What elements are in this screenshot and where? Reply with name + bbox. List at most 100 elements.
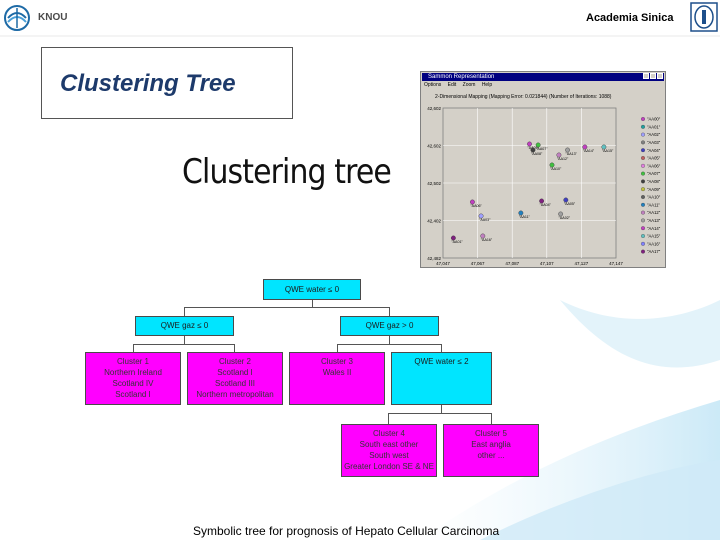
legend-marker [641,241,645,246]
data-point [535,142,541,148]
edge-left-child [184,336,185,344]
cluster-5: Cluster 5 East anglia other ... [443,424,539,477]
x-tick-label: 47,127 [575,261,589,266]
data-point [601,144,607,150]
edge-c2-down [234,344,235,352]
cluster-3-line-2: Wales II [322,368,352,377]
cluster-5-line-2: East anglia [471,440,511,449]
data-point [563,197,569,203]
cluster-2-line-1: Cluster 2 [218,357,251,366]
edge-right-child [389,336,390,344]
data-point-label: "AA02" [559,216,571,220]
legend-marker [641,132,645,137]
legend-label: "AA03" [647,140,661,145]
data-point-label: "AA05" [564,202,576,206]
legend-marker [641,179,645,184]
data-point-label: "AA06" [470,204,482,208]
data-point [556,152,562,158]
cluster-1-line-4: Scotland I [115,390,151,399]
x-tick-label: 47,047 [436,261,450,266]
data-point-label: "AA10" [550,167,562,171]
cluster-4-line-3: South west [369,451,409,460]
data-point [478,213,484,219]
edge-c4-down [388,413,389,424]
minimize-icon[interactable] [643,73,649,79]
legend-label: "AA08" [647,179,661,184]
data-point [527,141,532,147]
window-title: Sammon Representation [422,73,664,81]
legend-label: "AA14" [647,226,661,231]
y-tick-label: 42,602 [427,106,441,111]
cluster-4: Cluster 4 South east other South west Gr… [341,424,437,477]
data-point [450,235,456,241]
legend-marker [641,218,645,223]
menu-zoom[interactable]: Zoom [462,82,476,88]
cluster-1-line-2: Northern Ireland [104,368,162,377]
legend-label: "AA09" [647,187,661,192]
data-point-label: "AA16" [481,238,493,242]
legend-marker [641,140,645,145]
close-icon[interactable] [657,73,663,79]
y-tick-label: 42,602 [427,144,441,149]
legend-label: "AA12" [647,210,661,215]
node-left-label: QWE gaz ≤ 0 [160,321,209,330]
legend-label: "AA02" [647,132,661,137]
legend-label: "AA00" [647,117,661,122]
cluster-4-line-2: South east other [359,440,419,449]
legend-label: "AA07" [647,171,661,176]
legend-label: "AA13" [647,218,661,223]
data-point [582,144,588,150]
node-right: QWE gaz > 0 [340,316,439,336]
node-water-2-label: QWE water ≤ 2 [414,357,469,366]
edge-left-down [184,307,185,316]
x-tick-label: 47,087 [505,261,519,266]
y-tick-label: 42,502 [427,181,441,186]
x-tick-label: 47,107 [540,261,554,266]
y-tick-label: 42,402 [427,219,441,224]
menu-edit[interactable]: Edit [447,82,457,88]
cluster-5-line-1: Cluster 5 [474,429,507,438]
menu-options[interactable]: Options [424,82,442,88]
mapping-caption: 2-Dimensional Mapping (Mapping Error: 0.… [435,94,612,100]
cluster-2: Cluster 2 Scotland I Scotland III Northe… [187,352,283,405]
data-point-label: "AA11" [519,215,531,219]
legend-label: "AA01" [647,124,661,129]
legend-marker [641,226,645,231]
legend-marker [641,202,645,207]
cluster-1-line-3: Scotland IV [112,379,154,388]
academia-seal-icon [690,2,718,32]
node-left: QWE gaz ≤ 0 [135,316,234,336]
legend-marker [641,234,645,238]
legend-marker [641,187,645,192]
window-menu: Options Edit Zoom Help [424,82,497,88]
edge-water2-child [441,405,442,413]
data-point [530,147,536,153]
cluster-1: Cluster 1 Northern Ireland Scotland IV S… [85,352,181,405]
cluster-5-line-3: other ... [477,451,505,460]
data-point [470,199,475,205]
legend-marker [641,249,645,254]
legend-marker [641,148,645,153]
node-water-2: QWE water ≤ 2 [391,352,492,405]
data-point [480,233,486,239]
cluster-3: Cluster 3 Wales II [289,352,385,405]
legend-marker [641,210,645,215]
cluster-3-line-1: Cluster 3 [320,357,353,366]
x-tick-label: 47,067 [471,261,485,266]
data-point-label: "AA07" [536,147,548,151]
cluster-2-line-4: Northern metropolitan [196,390,274,399]
legend-label: "AA06" [647,163,661,168]
legend-marker [641,124,645,129]
legend-label: "AA11" [647,202,660,207]
menu-help[interactable]: Help [481,82,493,88]
edge-root-down [312,300,313,308]
footer-caption: Symbolic tree for prognosis of Hepato Ce… [193,524,500,538]
maximize-icon[interactable] [650,73,656,79]
y-tick-label: 42,482 [427,256,441,261]
legend-label: "AA10" [647,195,661,200]
title-box: Clustering Tree [41,47,293,119]
legend-marker [641,171,645,176]
legend-marker [641,163,645,168]
data-point-label: "AA15" [602,149,614,153]
